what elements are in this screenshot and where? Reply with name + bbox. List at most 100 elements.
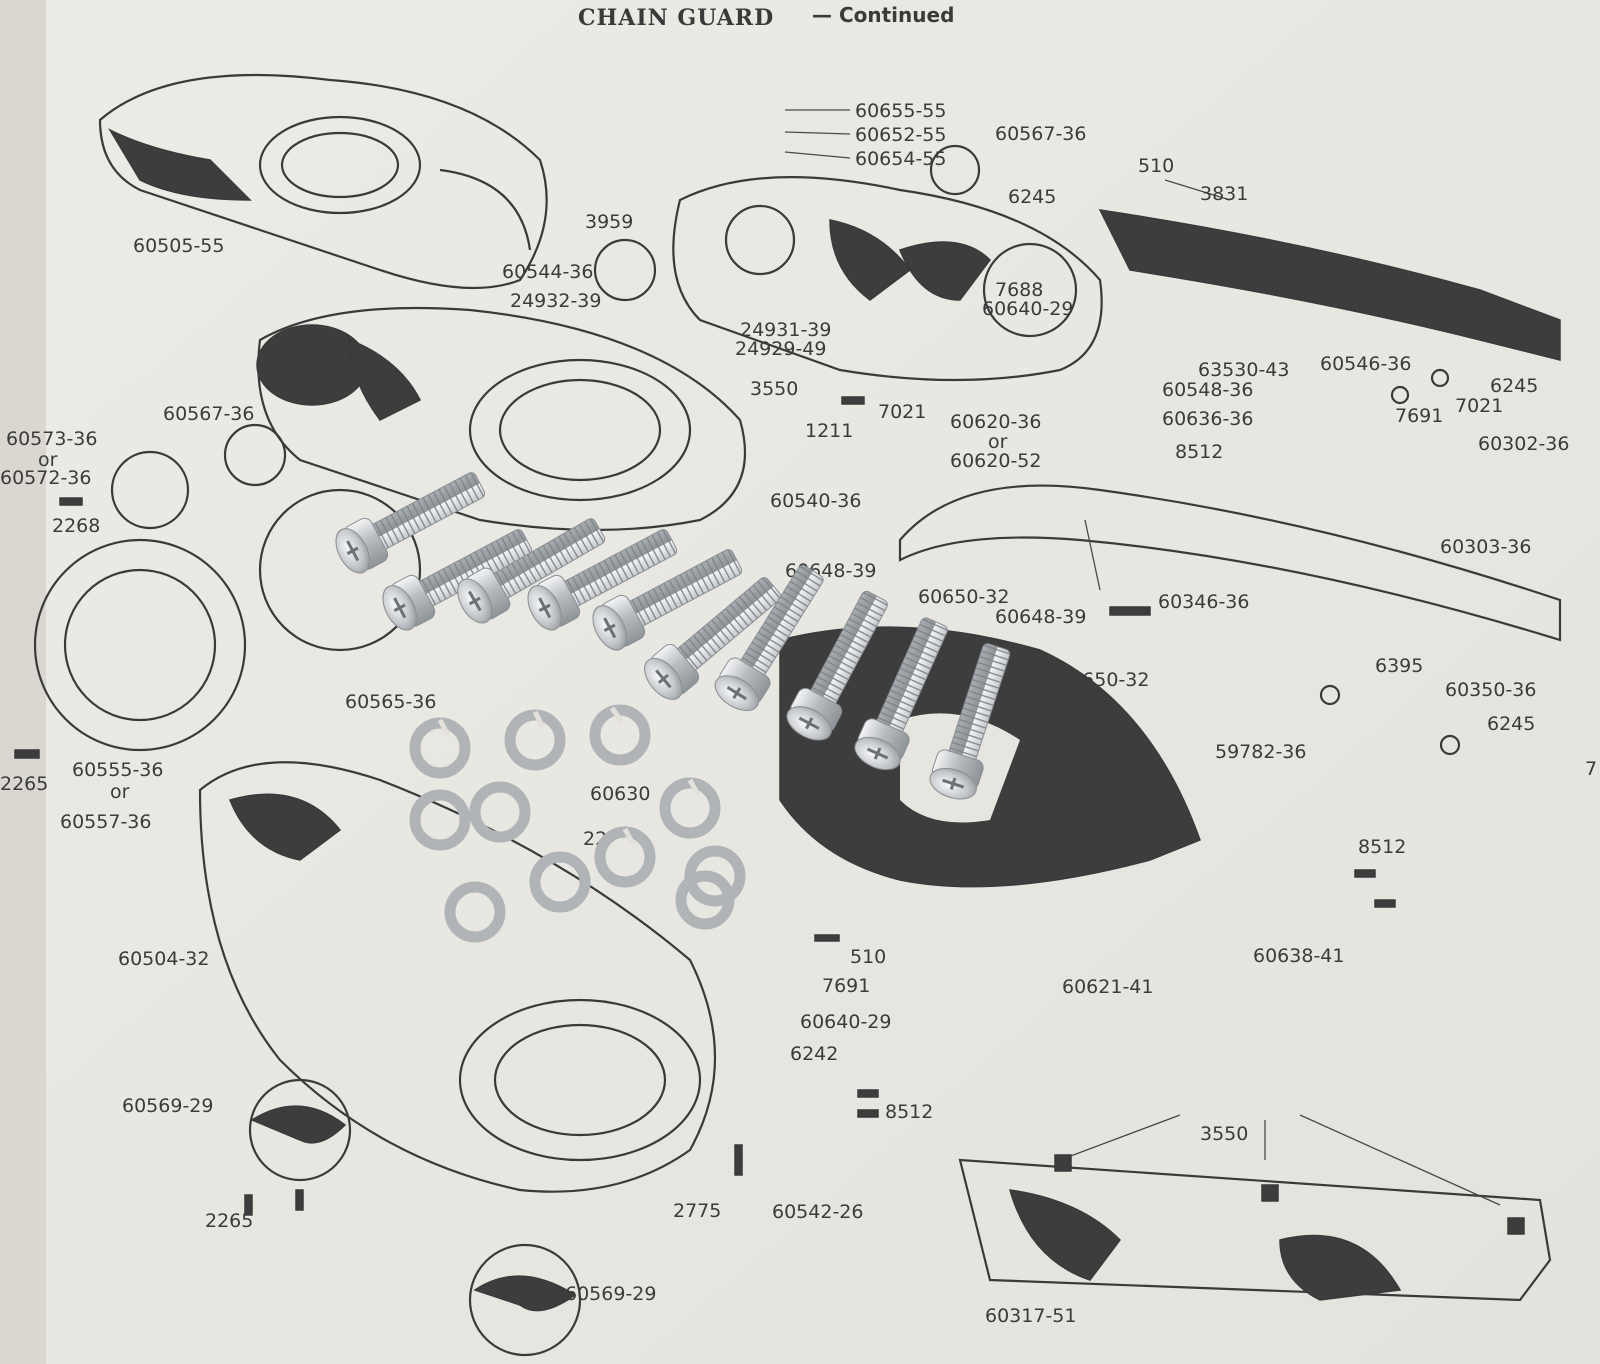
part-label: 2775	[673, 1200, 721, 1222]
part-label: 6245	[1008, 186, 1056, 208]
screw	[457, 518, 606, 624]
phillips-slot	[538, 603, 551, 612]
part-label: 6245	[1490, 375, 1538, 397]
part-label: 7688	[995, 279, 1043, 301]
page-title-suffix: — Continued	[812, 3, 954, 27]
part-label: 24932-39	[510, 290, 601, 312]
part-label: 63530-43	[1198, 359, 1289, 381]
part-label: 8512	[1358, 836, 1406, 858]
part-label: 60640-29	[800, 1011, 891, 1033]
part-label: 60572-36	[0, 467, 91, 489]
part-label: 60557-36	[60, 811, 151, 833]
part-label: 60620-36	[950, 411, 1041, 433]
drip-tray-60317	[958, 1158, 1552, 1302]
part-label: 60620-52	[950, 450, 1041, 472]
phillips-slot	[732, 687, 742, 699]
cover-discs	[33, 144, 1461, 1357]
part-label: 3831	[1200, 183, 1248, 205]
part-label: 60346-36	[1158, 591, 1249, 613]
phillips-slot	[346, 546, 359, 555]
part-label: 60569-29	[565, 1283, 656, 1305]
part-label: 60303-36	[1440, 536, 1531, 558]
part-label: 60546-36	[1320, 353, 1411, 375]
part-label: 60630	[590, 783, 650, 805]
part-label: 6395	[1375, 655, 1423, 677]
part-label: 8512	[1175, 441, 1223, 463]
lock-washer	[675, 870, 735, 930]
rear-chain-guard	[898, 209, 1562, 642]
part-label: 60567-36	[995, 123, 1086, 145]
page-edge-shadow	[0, 0, 46, 1364]
lock-washer	[409, 789, 471, 851]
screw	[382, 529, 533, 631]
part-label: 7	[1585, 758, 1597, 780]
part-label: 60555-36	[72, 759, 163, 781]
part-label: 60650-32	[918, 586, 1009, 608]
screw	[854, 617, 948, 771]
washer-split-gaps	[437, 706, 701, 846]
screw	[527, 529, 678, 631]
part-label: 2268	[52, 515, 100, 537]
pan-head-screws	[335, 472, 1011, 800]
drawn-small-screws	[14, 109, 1525, 1235]
part-label: 8512	[885, 1101, 933, 1123]
part-label: 60505-55	[133, 235, 224, 257]
part-label: 60650-32	[1058, 669, 1149, 691]
part-label: 60504-32	[118, 948, 209, 970]
part-label: 510	[1138, 155, 1174, 177]
part-label: 60654-55	[855, 148, 946, 170]
inner-chain-guard	[256, 306, 747, 532]
part-label: 60569-29	[122, 1095, 213, 1117]
lock-washer	[444, 881, 506, 943]
lock-washer	[469, 781, 531, 843]
part-label: 60542-26	[772, 1201, 863, 1223]
part-label: 60540-36	[770, 490, 861, 512]
part-label: 60640-29	[982, 298, 1073, 320]
part-label: 60567-36	[163, 403, 254, 425]
phillips-slot	[949, 777, 957, 790]
phillips-slot	[657, 673, 669, 684]
outer-cover-center	[672, 176, 1103, 382]
part-label: 60548-36	[1162, 379, 1253, 401]
part-label: or	[110, 781, 130, 803]
inner-cover-bottom	[198, 761, 716, 1193]
part-label: 60636-36	[1162, 408, 1253, 430]
part-label: 7691	[1395, 405, 1443, 427]
part-label: 7021	[878, 401, 926, 423]
part-label: 6245	[1487, 713, 1535, 735]
part-label: 60317-51	[985, 1305, 1076, 1327]
phillips-slot	[393, 603, 406, 612]
part-label: 60544-36	[502, 261, 593, 283]
phillips-slot	[873, 747, 882, 760]
part-label: 60565-36	[345, 691, 436, 713]
lock-washer	[589, 704, 651, 766]
part-label: 3959	[585, 211, 633, 233]
part-label: 3550	[750, 378, 798, 400]
chain-guard-cover-top-left	[98, 73, 548, 290]
screw	[644, 577, 782, 700]
part-label: or	[38, 449, 58, 471]
part-label: 60573-36	[6, 428, 97, 450]
part-label: 7691	[822, 975, 870, 997]
phillips-slot	[805, 717, 814, 730]
lock-washer	[529, 851, 591, 913]
part-number-labels: 60655-55 60652-55 60654-55 60567-36 510 …	[0, 100, 1597, 1327]
part-label: 60648-39	[995, 606, 1086, 628]
part-label: 60655-55	[855, 100, 946, 122]
part-label: 60638-41	[1253, 945, 1344, 967]
screw	[335, 472, 486, 574]
part-label: 7021	[1455, 395, 1503, 417]
screw	[714, 564, 824, 711]
part-label: 60621-41	[1062, 976, 1153, 998]
part-label: 2265	[0, 773, 48, 795]
part-label: 60302-36	[1478, 433, 1569, 455]
screw	[592, 549, 743, 651]
part-label: 510	[850, 946, 886, 968]
part-label: 24931-39	[740, 319, 831, 341]
screw	[929, 643, 1011, 800]
part-label: 6242	[790, 1043, 838, 1065]
phillips-slot	[468, 596, 481, 606]
part-label: 59782-36	[1215, 741, 1306, 763]
part-label: or	[988, 431, 1008, 453]
